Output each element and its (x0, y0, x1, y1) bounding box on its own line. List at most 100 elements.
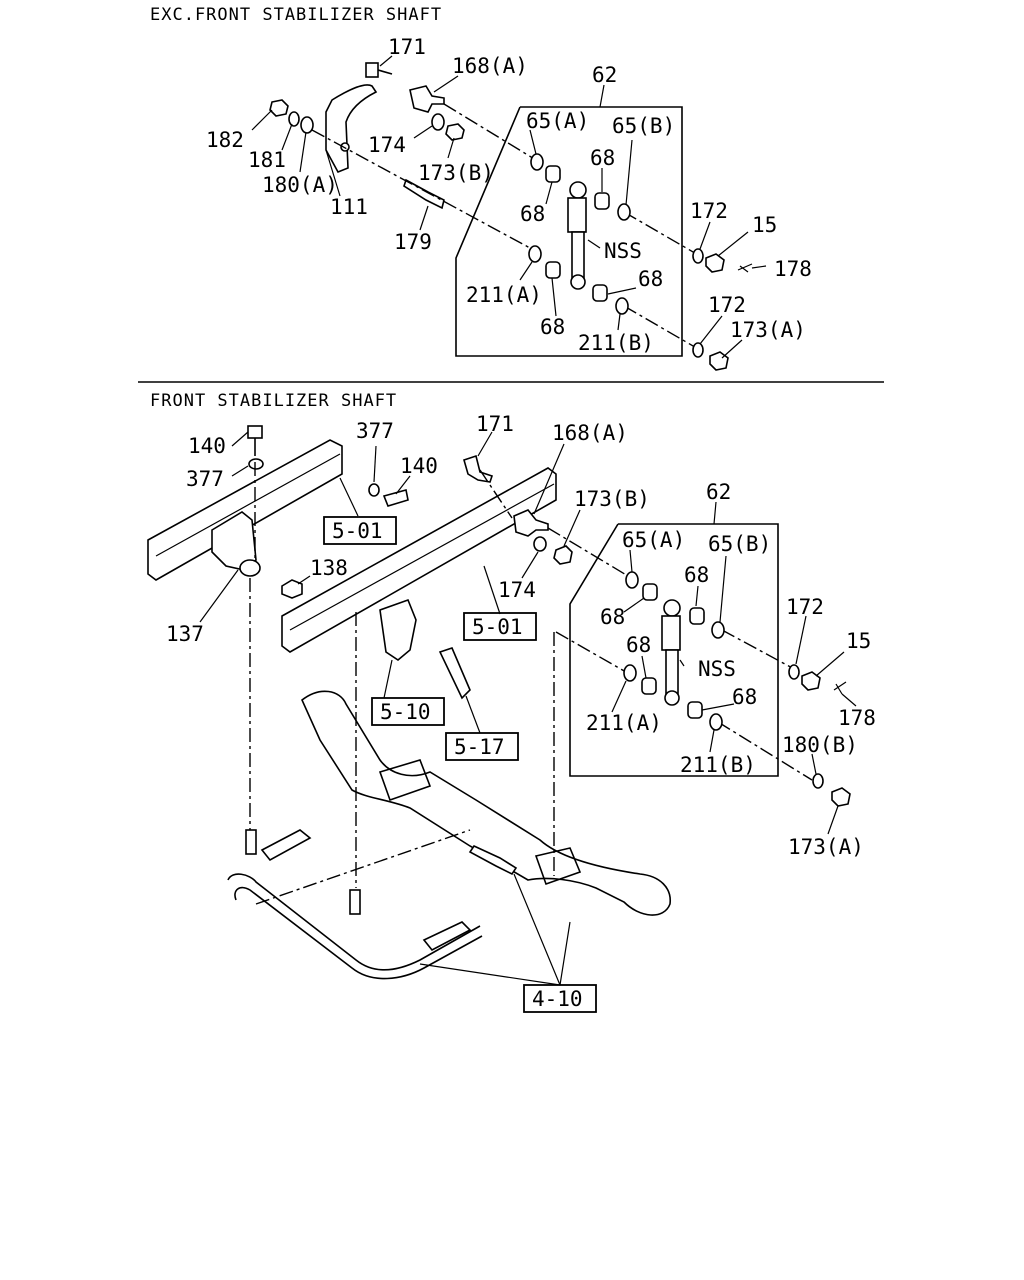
bolt-171 (463, 454, 494, 483)
label-173b: 173(B) (418, 161, 494, 185)
centerline (555, 631, 627, 673)
washer-172 (788, 664, 800, 680)
leader (551, 277, 557, 317)
washer-377-2 (368, 483, 380, 497)
leader (713, 501, 717, 525)
bolt-171-head (365, 62, 379, 78)
label-182: 182 (206, 128, 244, 152)
leader (281, 123, 293, 151)
label-65a: 65(A) (622, 528, 685, 552)
label-173b: 173(B) (574, 487, 650, 511)
label-140-2: 140 (400, 454, 438, 478)
label-211b: 211(B) (680, 753, 756, 777)
leader (641, 655, 647, 679)
nut-173b (553, 545, 573, 565)
label-179: 179 (394, 230, 432, 254)
label-62: 62 (706, 480, 731, 504)
leader (701, 703, 735, 711)
shock-group-outline (455, 106, 683, 357)
stud-axle (468, 844, 518, 876)
leader (563, 509, 581, 547)
nut-173b (445, 123, 465, 141)
bottom-assembly: 140 377 377 140 5-01 171 168(A) 173(B) 6… (147, 412, 876, 1013)
bushing-211b (615, 297, 629, 315)
bushing-68-2 (594, 192, 610, 210)
label-140-1: 140 (188, 434, 226, 458)
top-section-title: EXC.FRONT STABILIZER SHAFT (150, 5, 442, 25)
bolt-171-shank (377, 69, 393, 75)
ref-5-01-b: 5-01 (472, 615, 523, 639)
label-171: 171 (476, 412, 514, 436)
label-173a: 173(A) (730, 318, 806, 342)
shock-tube (571, 231, 585, 279)
nut-173a (831, 787, 851, 807)
leader (477, 431, 493, 457)
leader (521, 551, 539, 579)
label-181: 181 (248, 148, 286, 172)
bushing-211b (709, 713, 723, 731)
label-68-2: 68 (600, 605, 625, 629)
ref-box-5-10 (371, 697, 445, 726)
frame-rail-left (147, 439, 343, 581)
leader (719, 555, 727, 623)
label-nss: NSS (698, 657, 736, 681)
centerline (547, 527, 629, 577)
nut-15 (801, 671, 821, 691)
leader (811, 753, 817, 775)
leader (827, 805, 839, 835)
leader (623, 597, 645, 613)
bolt-140-head (247, 425, 263, 439)
washer-377-1 (248, 458, 264, 470)
label-377-2: 377 (356, 419, 394, 443)
label-68-4: 68 (732, 685, 757, 709)
bushing-68-3 (545, 261, 561, 279)
leader (419, 963, 561, 986)
label-68-1: 68 (684, 563, 709, 587)
nut-182 (269, 99, 289, 117)
ref-4-10: 4-10 (532, 987, 583, 1011)
bushing-65b (617, 203, 631, 221)
label-68-2: 68 (520, 202, 545, 226)
label-171: 171 (388, 35, 426, 59)
centerline (717, 721, 813, 781)
label-211b: 211(B) (578, 331, 654, 355)
label-168a: 168(A) (552, 421, 628, 445)
nut-15 (705, 253, 725, 273)
leader (413, 125, 433, 139)
label-138: 138 (310, 556, 348, 580)
bushing-65b (711, 621, 725, 639)
label-nss: NSS (604, 239, 642, 263)
label-168a: 168(A) (452, 54, 528, 78)
centerline (479, 469, 513, 519)
leader (815, 651, 845, 677)
ref-box-5-17 (445, 732, 519, 761)
axle-spring-pad-right (534, 847, 582, 886)
cotter-pin-178 (737, 263, 753, 273)
label-174: 174 (498, 578, 536, 602)
label-68-3: 68 (626, 633, 651, 657)
ref-5-17: 5-17 (454, 735, 505, 759)
leader (587, 239, 601, 249)
leader (625, 139, 633, 206)
leader (297, 575, 311, 585)
label-178: 178 (838, 706, 876, 730)
leader (251, 109, 273, 131)
label-111: 111 (330, 195, 368, 219)
label-68-4: 68 (540, 315, 565, 339)
label-15: 15 (846, 629, 871, 653)
shackle-5-17 (438, 647, 471, 700)
bushing-65a (530, 153, 544, 171)
leader (699, 315, 723, 345)
shock-body (567, 197, 587, 233)
label-211a: 211(A) (466, 283, 542, 307)
leader (383, 659, 393, 699)
label-172-1: 172 (690, 199, 728, 223)
washer-180a (300, 116, 314, 134)
label-65b: 65(B) (612, 114, 675, 138)
stabilizer-bar (227, 873, 483, 980)
ref-box-5-01-a (323, 516, 397, 545)
centerline (255, 829, 471, 905)
label-172: 172 (786, 595, 824, 619)
bracket-111 (325, 84, 378, 174)
